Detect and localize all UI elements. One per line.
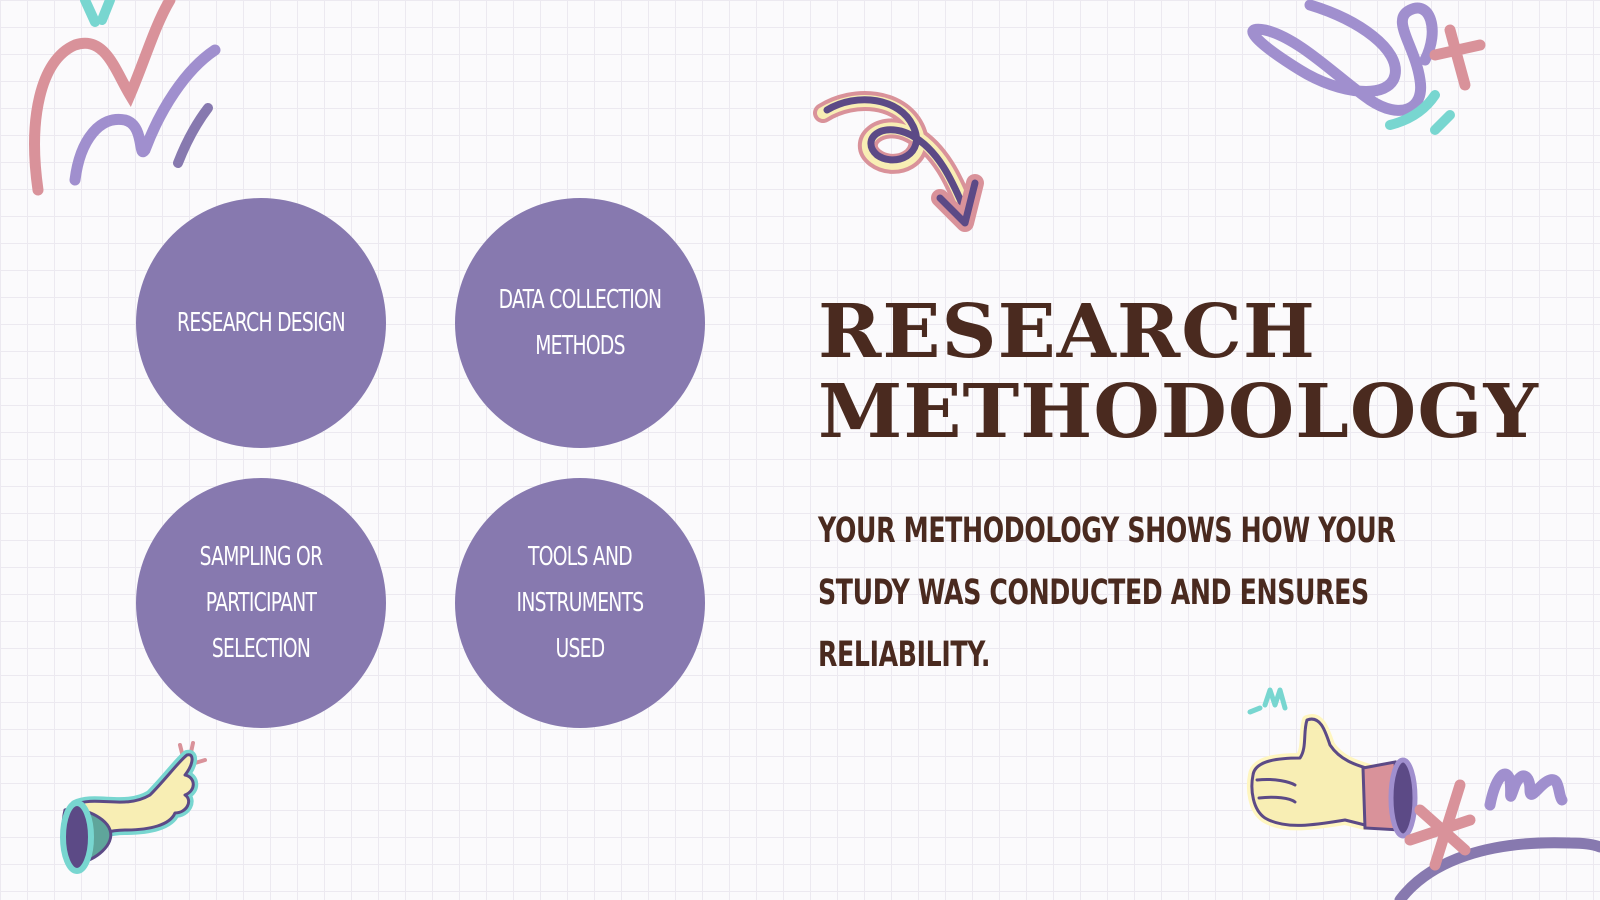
circle-label: RESEARCH DESIGN	[171, 300, 351, 346]
circle-label-line: METHODS	[535, 331, 625, 361]
circle-data-collection: DATA COLLECTION METHODS	[455, 198, 705, 448]
page-title: RESEARCH METHODOLOGY	[818, 292, 1539, 452]
circle-sampling: SAMPLING OR PARTICIPANT SELECTION	[136, 478, 386, 728]
scribble-top-left-icon	[29, 0, 221, 196]
scribble-top-right-icon	[1247, 0, 1486, 135]
circle-label-line: TOOLS AND	[528, 542, 633, 572]
subtitle: YOUR METHODOLOGY SHOWS HOW YOUR STUDY WA…	[818, 511, 1396, 675]
pointing-hand-icon	[60, 741, 207, 874]
circle-label: SAMPLING OR PARTICIPANT SELECTION	[171, 534, 351, 672]
circle-label-line: RESEARCH DESIGN	[177, 308, 346, 338]
circle-label-line: INSTRUMENTS USED	[516, 588, 645, 664]
circle-label-line: SELECTION	[211, 634, 311, 664]
circle-tools: TOOLS AND INSTRUMENTS USED	[455, 478, 705, 728]
circle-label-line: DATA COLLECTION	[498, 285, 662, 315]
thumbs-up-hand-icon	[1246, 687, 1418, 839]
circle-label-line: PARTICIPANT	[205, 588, 317, 618]
circle-label: TOOLS AND INSTRUMENTS USED	[490, 534, 670, 672]
circle-label-line: SAMPLING OR	[199, 542, 323, 572]
circle-label: DATA COLLECTION METHODS	[490, 277, 670, 369]
circle-research-design: RESEARCH DESIGN	[136, 198, 386, 448]
curly-arrow-icon	[813, 91, 984, 232]
scribble-bottom-right-icon	[1394, 768, 1600, 900]
title-line: METHODOLOGY	[818, 369, 1539, 455]
title-line: RESEARCH	[818, 289, 1316, 375]
